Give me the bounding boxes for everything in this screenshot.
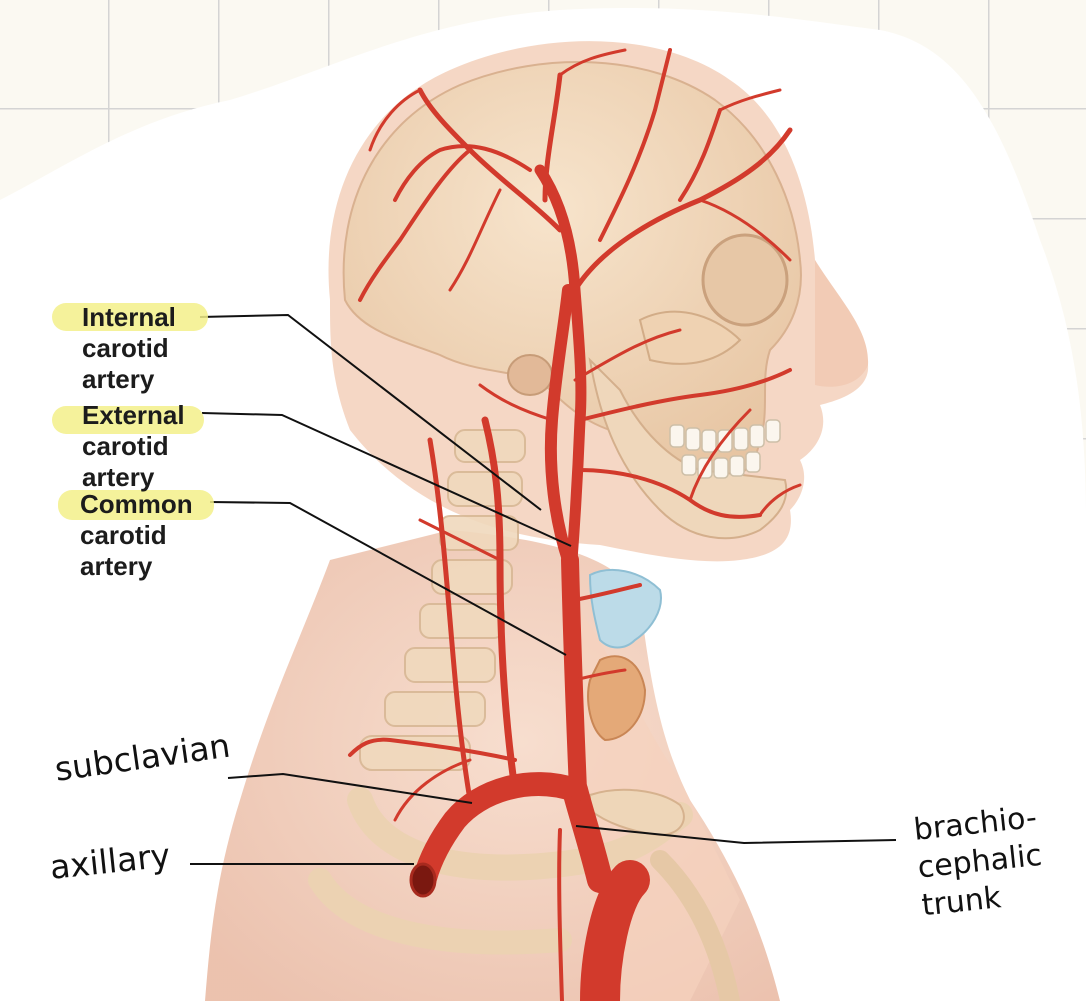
leader-lines xyxy=(190,313,897,865)
subclavian-artery xyxy=(413,772,587,890)
teeth xyxy=(669,419,781,479)
label-line: Internal xyxy=(82,302,176,332)
label-line: carotid xyxy=(82,333,169,363)
highlight-common xyxy=(58,490,214,520)
label-line: artery xyxy=(82,462,155,492)
arterial-tree xyxy=(348,48,802,1001)
label-line: Common xyxy=(80,489,193,519)
leader-line-external-carotid xyxy=(201,412,572,547)
thyroid-cartilage xyxy=(588,569,662,649)
highlight-internal xyxy=(52,303,208,331)
label-line: carotid xyxy=(80,520,167,550)
common-carotid-artery xyxy=(561,551,587,799)
label-line: artery xyxy=(80,551,153,581)
label-line: External xyxy=(82,400,185,430)
axillary-artery-cut-end xyxy=(409,862,437,898)
label-line: carotid xyxy=(82,431,169,461)
highlight-external xyxy=(52,406,204,434)
handwritten-brachiocephalic-trunk: brachio- cephalic trunk xyxy=(912,799,1048,925)
leader-line-brachiocephalic xyxy=(575,825,897,845)
label-common-carotid-artery: Common carotid artery xyxy=(80,489,193,582)
leader-line-subclavian xyxy=(227,772,473,804)
clavicle xyxy=(589,788,685,837)
label-external-carotid-artery: External carotid artery xyxy=(82,400,185,493)
thyroid-gland xyxy=(587,655,647,742)
leader-line-internal-carotid xyxy=(199,313,542,511)
eye-orbit xyxy=(701,233,789,327)
rib-arc-lower xyxy=(308,868,572,955)
label-internal-carotid-artery: Internal carotid artery xyxy=(82,302,176,395)
leader-line-common-carotid xyxy=(209,501,567,656)
mandible xyxy=(588,357,788,540)
label-line: artery xyxy=(82,364,155,394)
external-carotid-artery xyxy=(534,164,587,566)
aortic-arch xyxy=(580,860,650,1001)
